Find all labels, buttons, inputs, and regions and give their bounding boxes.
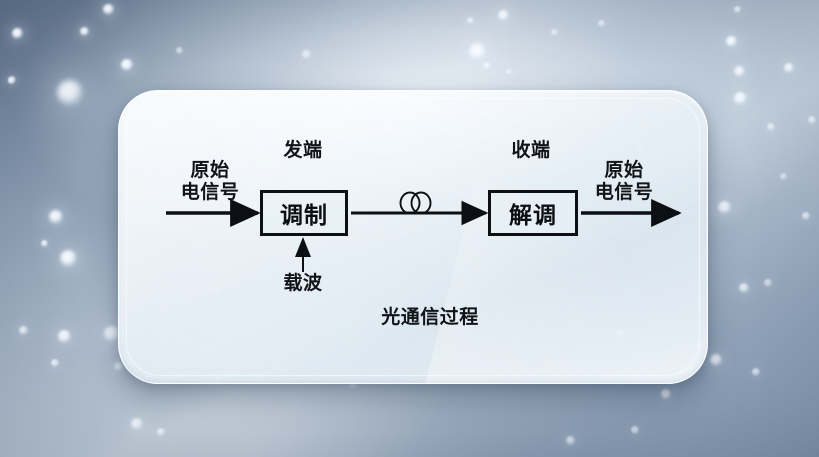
node-modulator: 调制 xyxy=(260,190,348,236)
label-receive-side: 收端 xyxy=(511,139,551,161)
optical-fiber-coil-icon xyxy=(399,191,432,215)
node-modulator-label: 调制 xyxy=(280,203,328,229)
label-input-signal-line2: 电信号 xyxy=(180,181,240,203)
label-transmit-side: 发端 xyxy=(283,139,323,161)
label-input-signal-line1: 原始 xyxy=(190,159,230,181)
node-demodulator: 解调 xyxy=(488,190,578,236)
label-output-signal-line1: 原始 xyxy=(604,159,644,181)
diagram-caption: 光通信过程 xyxy=(381,306,479,328)
node-demodulator-label: 解调 xyxy=(509,203,557,229)
label-output-signal-line2: 电信号 xyxy=(594,181,654,203)
label-carrier: 载波 xyxy=(283,272,323,294)
